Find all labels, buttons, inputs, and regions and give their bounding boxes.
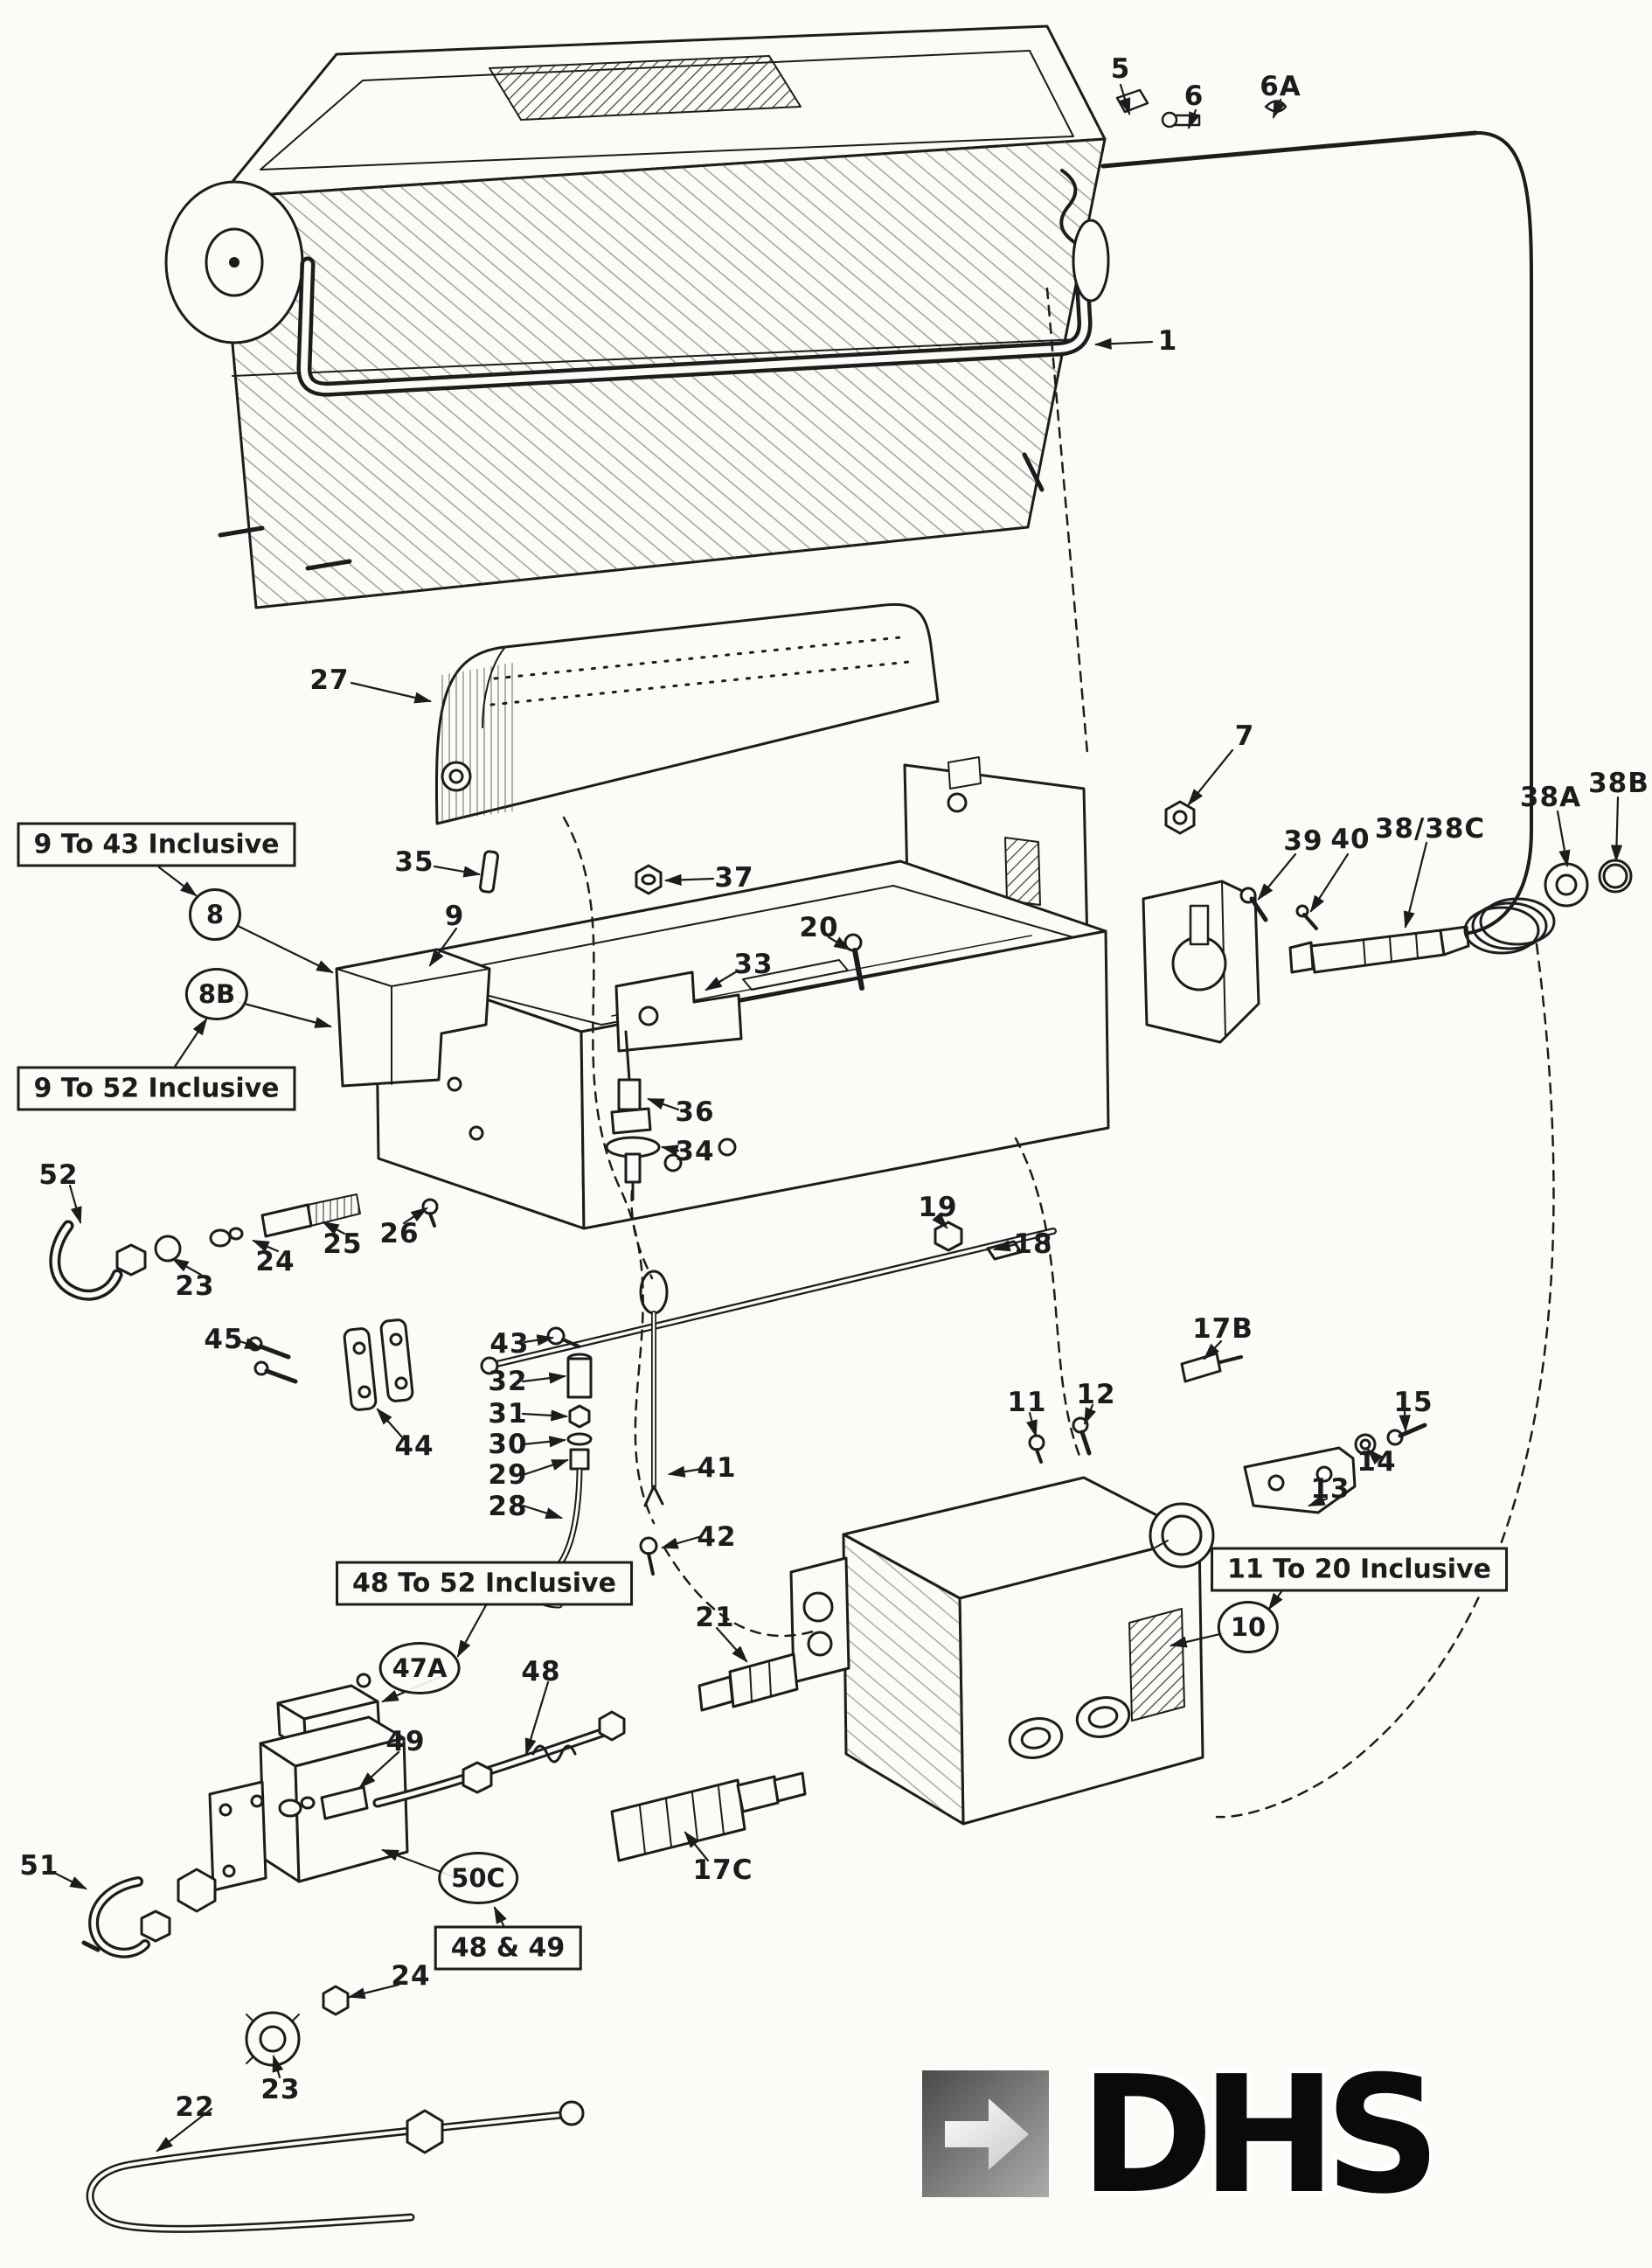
part-number-33: 33 [733,949,774,980]
logo-text: DHS [1079,2053,1429,2210]
circled-label-50c: 50C [438,1852,518,1904]
part-number-6a: 6A [1260,71,1301,102]
part-number-15: 15 [1393,1387,1433,1418]
burner-cover-drawing [434,602,940,825]
igniter-electrode-drawing [639,1270,669,1576]
part-number-28: 28 [488,1491,528,1522]
part-number-7: 7 [1234,720,1255,752]
part-number-34: 34 [675,1136,715,1167]
part-number-38-38c: 38/38C [1374,813,1486,845]
circled-label-47a: 47A [378,1642,461,1694]
part-number-38a: 38A [1519,782,1582,813]
boxed-label-9-to-52-inclusive: 9 To 52 Inclusive [17,1066,296,1111]
part-number-23: 23 [175,1270,215,1302]
mounting-tray-drawing [374,859,1110,1230]
part-number-12: 12 [1076,1379,1116,1410]
part-number-42: 42 [697,1521,737,1553]
part-number-19: 19 [918,1192,958,1223]
part-number-11: 11 [1007,1387,1047,1418]
part-number-23: 23 [260,2074,301,2105]
part-number-43: 43 [489,1328,530,1360]
thermostat-drawing [1142,859,1633,1044]
part-number-1: 1 [1157,325,1178,357]
clamp-plates-drawing [247,1318,414,1411]
part-number-21: 21 [695,1602,735,1633]
part-number-52: 52 [38,1159,79,1191]
boxed-label-9-to-43-inclusive: 9 To 43 Inclusive [17,822,296,867]
part-number-20: 20 [799,912,839,943]
part-number-35: 35 [394,846,434,878]
control-unit-drawing [698,1352,1427,1826]
dhs-logo-graphic: DHS [922,2037,1446,2234]
part-number-29: 29 [488,1459,528,1491]
circled-label-10: 10 [1217,1601,1280,1653]
part-number-9: 9 [444,901,465,932]
part-number-27: 27 [309,664,350,696]
boxed-label-11-to-20-inclusive: 11 To 20 Inclusive [1211,1547,1508,1592]
part-number-32: 32 [488,1366,528,1397]
boxed-label-48-49: 48 & 49 [434,1925,582,1971]
part-number-24: 24 [391,1960,431,1992]
part-number-6: 6 [1183,80,1204,112]
part-number-30: 30 [488,1429,528,1460]
arrow-right-icon [945,2098,1029,2170]
part-number-14: 14 [1357,1446,1397,1478]
part-number-18: 18 [1013,1228,1053,1260]
part-number-22: 22 [175,2091,215,2123]
boxed-label-48-to-52-inclusive: 48 To 52 Inclusive [336,1561,633,1606]
part-number-48: 48 [521,1656,561,1687]
circled-label-8b: 8B [184,968,249,1020]
part-number-17b: 17B [1192,1313,1253,1345]
part-number-26: 26 [379,1218,420,1249]
part-number-5: 5 [1110,53,1131,85]
part-number-37: 37 [714,862,754,894]
leader-lines [52,83,1623,2153]
solenoid-valve-drawing [81,1673,807,1958]
part-number-45: 45 [204,1324,244,1355]
part-number-31: 31 [488,1398,528,1430]
heat-exchanger-drawing [164,24,1110,609]
part-number-51: 51 [19,1850,59,1882]
circled-label-8: 8 [189,888,241,941]
support-bracket-drawing [335,948,491,1088]
part-number-41: 41 [697,1452,737,1484]
part-number-25: 25 [323,1228,363,1260]
small-brackets-drawing [479,800,1196,1053]
part-number-13: 13 [1310,1473,1350,1505]
part-number-36: 36 [675,1096,715,1128]
part-number-40: 40 [1330,824,1371,855]
dashed-reference-lines [562,287,1555,1819]
part-number-38b: 38B [1588,768,1649,799]
part-number-17c: 17C [692,1854,753,1886]
dhs-logo: DHS [922,2037,1639,2234]
part-number-39: 39 [1283,825,1323,857]
part-number-24: 24 [255,1246,295,1277]
part-number-49: 49 [385,1726,426,1757]
part-number-44: 44 [394,1430,434,1462]
